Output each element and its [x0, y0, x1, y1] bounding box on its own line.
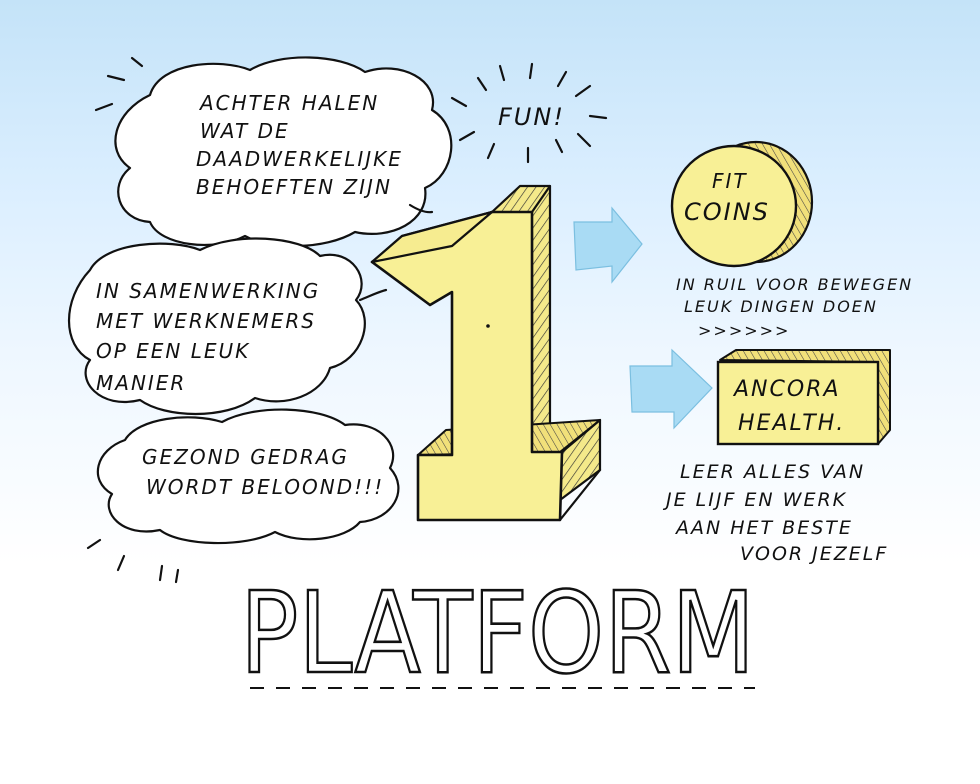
coin-caption-line-2: LEUK DINGEN DOEN: [684, 297, 878, 316]
bubble-reward-line-1: GEZOND GEDRAG: [142, 445, 349, 469]
health-caption-line-1: LEER ALLES VAN: [680, 461, 865, 483]
bubble-collab-line-4: MANIER: [96, 371, 186, 395]
bubble-collab: IN SAMENWERKING MET WERKNEMERS OP EEN LE…: [68, 237, 388, 416]
platform-word: PLATFORM: [240, 569, 755, 699]
coin-caption-line-1: IN RUIL VOOR BEWEGEN: [676, 275, 913, 294]
bubble-needs-line-2: WAT DE: [200, 119, 290, 143]
platform-heading: PLATFORM: [239, 568, 757, 701]
arrow-to-health: [629, 348, 713, 430]
coin-label-line-1: FIT: [712, 169, 748, 193]
bubble-reward-line-2: WORDT BELOOND!!!: [146, 475, 384, 499]
fun-label: FUN!: [498, 103, 565, 131]
bubble-needs-line-3: DAADWERKELIJKE: [196, 147, 403, 171]
coin-caption: IN RUIL VOOR BEWEGEN LEUK DINGEN DOEN >>…: [676, 275, 913, 340]
bubble-needs-line-4: BEHOEFTEN ZIJN: [196, 175, 392, 199]
fit-coins-coin: FIT COINS: [670, 140, 814, 268]
sparkle-marks-top-left: [94, 56, 144, 112]
bubble-needs-line-1: ACHTER HALEN: [198, 91, 379, 115]
big-number-text: 1: [0, 0, 1, 1]
health-caption-line-4: VOOR JEZELF: [740, 543, 888, 565]
health-label-line-2: HEALTH.: [738, 411, 845, 436]
sparkle-marks-left: [86, 538, 180, 584]
health-caption: LEER ALLES VAN JE LIJF EN WERK AAN HET B…: [662, 461, 888, 565]
health-caption-line-2: JE LIJF EN WERK: [662, 489, 847, 511]
health-caption-line-3: AAN HET BESTE: [674, 517, 853, 539]
big-number-one: 1: [0, 0, 602, 522]
coin-label-line-2: COINS: [684, 198, 770, 226]
fun-burst: FUN!: [450, 62, 608, 164]
bubble-collab-line-3: OP EEN LEUK: [96, 339, 250, 363]
health-label-line-1: ANCORA: [732, 377, 841, 402]
ancora-health-bar: ANCORA HEALTH.: [716, 349, 891, 446]
bubble-collab-line-2: MET WERKNEMERS: [96, 309, 316, 333]
coin-caption-line-3: >>>>>>: [698, 321, 790, 340]
bubble-collab-line-1: IN SAMENWERKING: [96, 279, 320, 303]
bubble-needs: ACHTER HALEN WAT DE DAADWERKELIJKE BEHOE…: [114, 56, 453, 248]
arrow-to-coin: [573, 206, 643, 284]
bubble-reward: GEZOND GEDRAG WORDT BELOOND!!!: [96, 408, 400, 545]
